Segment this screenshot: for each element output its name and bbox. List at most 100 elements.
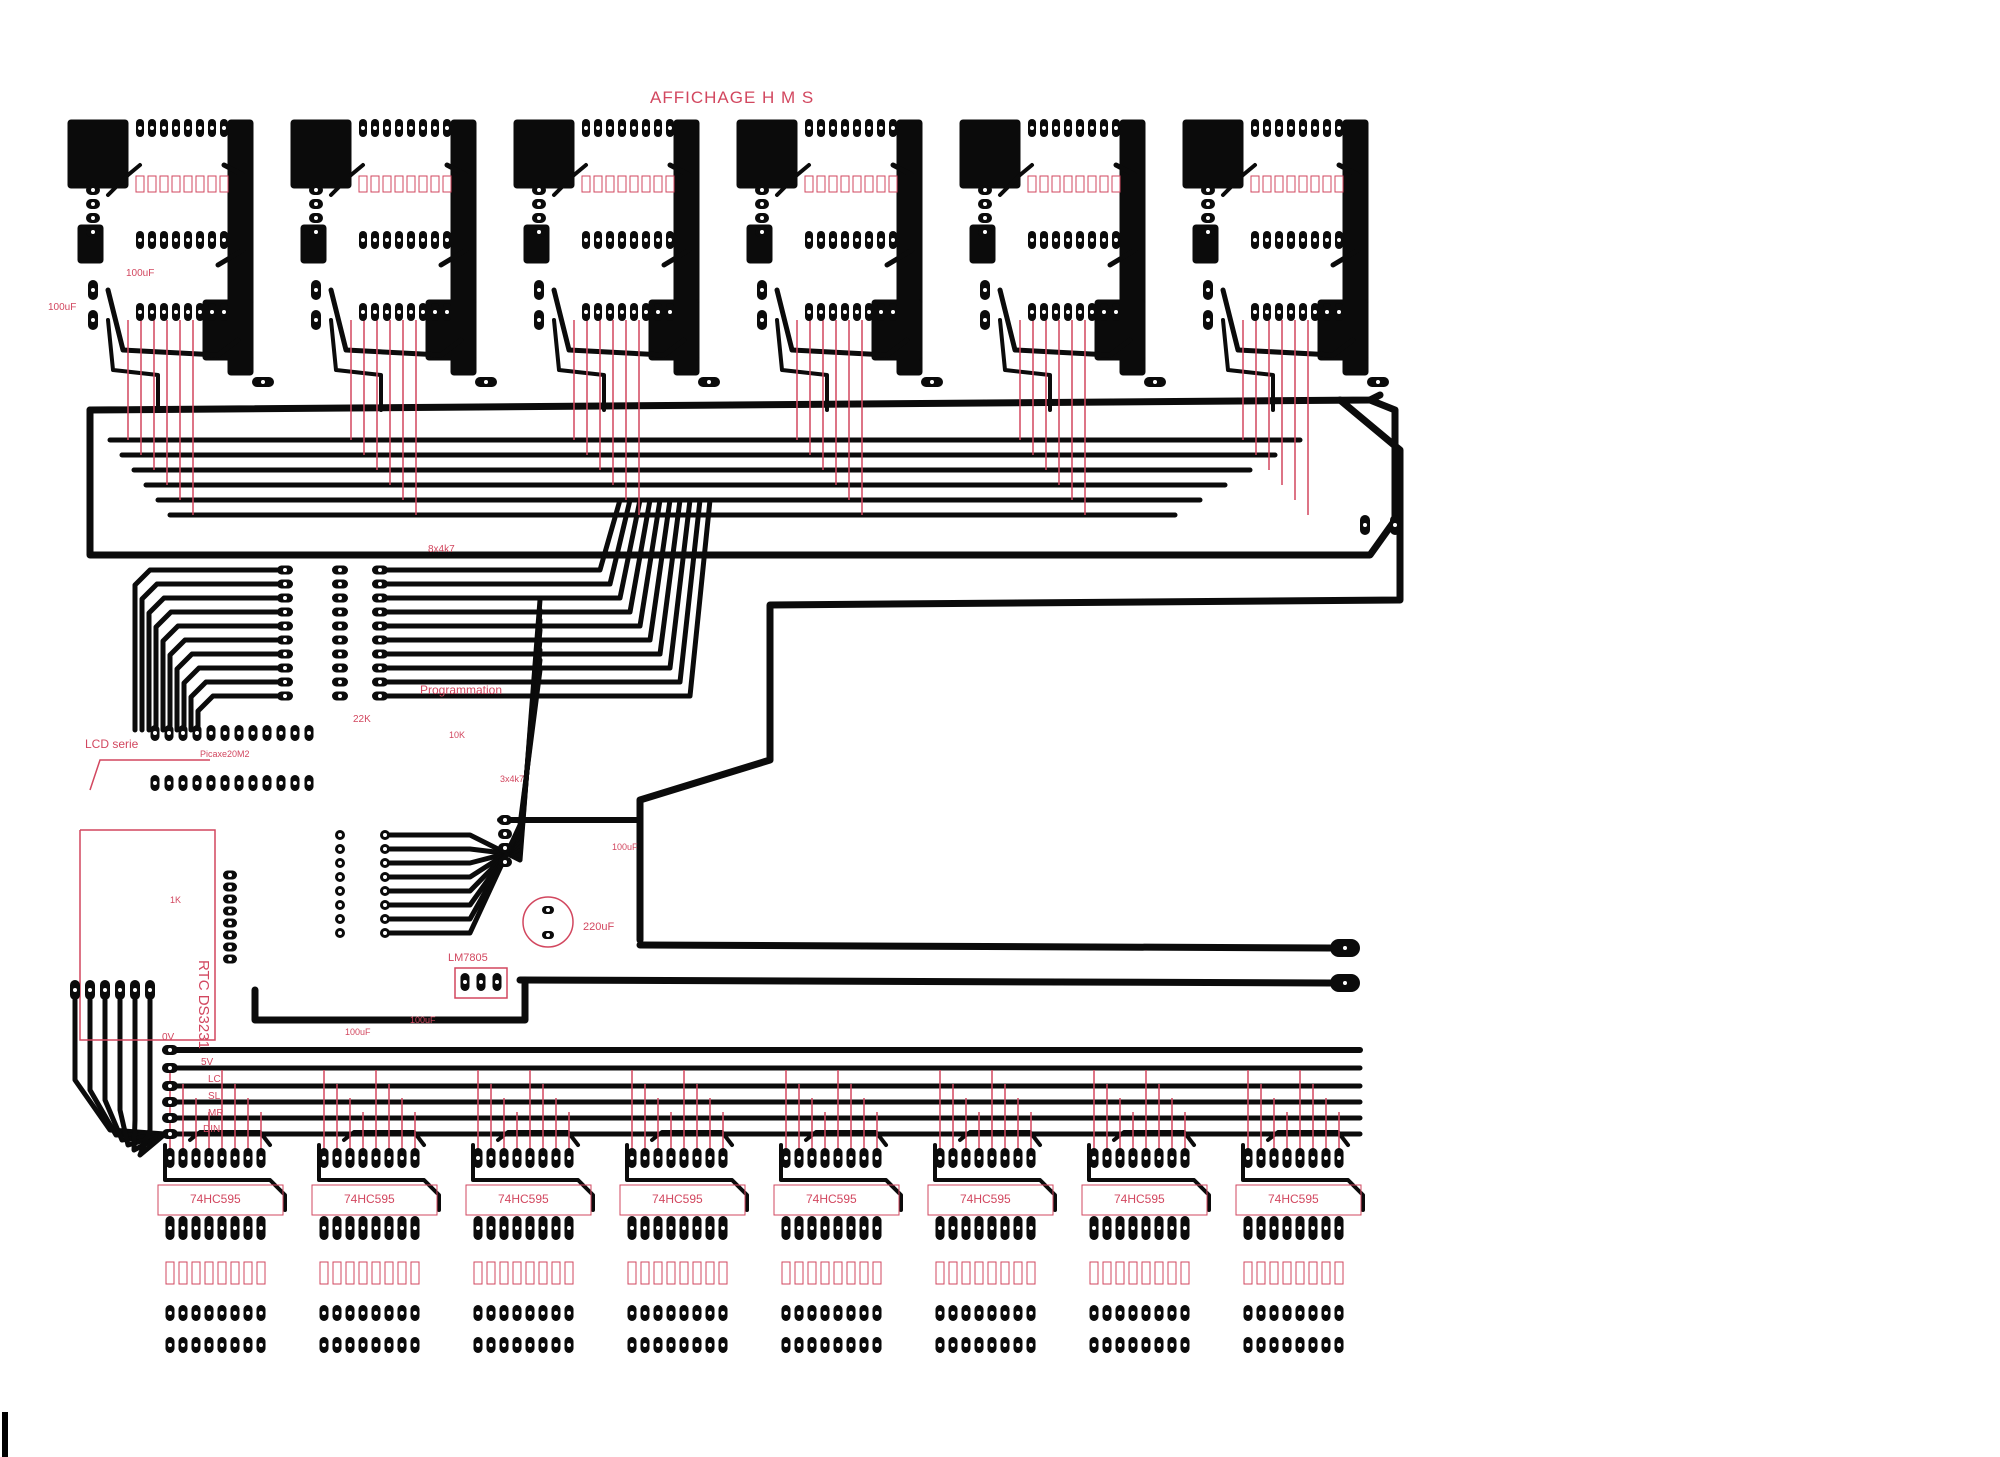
controller-trace xyxy=(377,497,713,699)
pad-hole xyxy=(1311,1226,1315,1230)
pad-hole xyxy=(1118,1311,1122,1315)
pad-hole xyxy=(1337,1226,1341,1230)
sr-resistor xyxy=(1089,1261,1099,1285)
digit-resistor xyxy=(1298,175,1308,193)
pad-hole xyxy=(168,1116,172,1120)
digit-resistor xyxy=(430,175,440,193)
pad-hole xyxy=(378,596,382,600)
sr-resistor xyxy=(859,1261,869,1285)
pad-hole xyxy=(150,310,154,314)
digit-resistor xyxy=(617,175,627,193)
controller-trace xyxy=(377,497,663,629)
sr-resistor xyxy=(512,1261,522,1285)
pad-hole xyxy=(209,731,213,735)
pad-hole xyxy=(1090,126,1094,130)
pad-hole xyxy=(843,126,847,130)
rtc-trace xyxy=(382,667,543,936)
pad-hole xyxy=(1393,523,1397,527)
pad-hole xyxy=(797,1226,801,1230)
pad-hole xyxy=(338,624,342,628)
pad-hole xyxy=(1325,310,1329,314)
pad-hole xyxy=(554,1226,558,1230)
pad-hole xyxy=(168,1156,172,1160)
digit-resistor xyxy=(1322,175,1332,193)
pad-hole xyxy=(867,238,871,242)
bus-label-0v: 0V xyxy=(162,1032,175,1043)
pad-hole xyxy=(875,1156,879,1160)
pad-hole xyxy=(1102,126,1106,130)
pad-hole xyxy=(596,238,600,242)
pad-hole xyxy=(695,1156,699,1160)
pad-hole xyxy=(807,310,811,314)
pad-hole xyxy=(1337,238,1341,242)
pad-hole xyxy=(181,1343,185,1347)
pad-hole xyxy=(168,1343,172,1347)
pad-hole xyxy=(1272,1156,1276,1160)
pad-hole xyxy=(148,988,152,992)
pad-hole xyxy=(1144,1156,1148,1160)
pad-hole xyxy=(374,1311,378,1315)
pad-hole xyxy=(823,1311,827,1315)
pad-hole xyxy=(385,310,389,314)
pad-hole xyxy=(283,694,287,698)
sr-resistor xyxy=(653,1261,663,1285)
pad-hole xyxy=(378,680,382,684)
pad-hole xyxy=(338,610,342,614)
pad-hole xyxy=(195,781,199,785)
pad-hole xyxy=(1272,1343,1276,1347)
pad-hole xyxy=(554,1343,558,1347)
pad-hole xyxy=(784,1226,788,1230)
pad-hole xyxy=(194,1311,198,1315)
digit-resistor xyxy=(147,175,157,193)
sr-resistor xyxy=(486,1261,496,1285)
pad-hole xyxy=(1301,238,1305,242)
pad-hole xyxy=(1170,1226,1174,1230)
pad-hole xyxy=(265,731,269,735)
sr-resistor xyxy=(1154,1261,1164,1285)
pad-hole xyxy=(1183,1226,1187,1230)
label-cap-100uf-mid: 100uF xyxy=(612,842,638,852)
pad-hole xyxy=(849,1156,853,1160)
pad-hole xyxy=(314,318,318,322)
pad-hole xyxy=(397,310,401,314)
pad-hole xyxy=(133,988,137,992)
pad-hole xyxy=(259,1226,263,1230)
digit-pour-top-left xyxy=(67,119,129,189)
pad-hole xyxy=(378,610,382,614)
pad-hole xyxy=(668,238,672,242)
pad-hole xyxy=(1285,1311,1289,1315)
gnd-in-line xyxy=(516,976,1334,987)
sr-resistor xyxy=(807,1261,817,1285)
pad-hole xyxy=(528,1343,532,1347)
sr-resistor xyxy=(564,1261,574,1285)
pad-hole xyxy=(836,1156,840,1160)
sr-resistor xyxy=(358,1261,368,1285)
pad-hole xyxy=(515,1226,519,1230)
bus-label-mr: MR xyxy=(208,1108,224,1119)
bus-label-5v: 5V xyxy=(201,1057,214,1068)
pad-hole xyxy=(1343,946,1347,950)
lcd-to-bus-trace xyxy=(102,997,168,1143)
pad-hole xyxy=(1144,1343,1148,1347)
pad-hole xyxy=(938,1311,942,1315)
pad-hole xyxy=(168,1048,172,1052)
pad-hole xyxy=(983,318,987,322)
pad-hole xyxy=(489,1311,493,1315)
pad-hole xyxy=(168,1226,172,1230)
pad-hole xyxy=(867,126,871,130)
sr-resistor xyxy=(1295,1261,1305,1285)
controller-trace xyxy=(181,665,283,733)
pad-hole xyxy=(541,1156,545,1160)
pad-hole xyxy=(1265,126,1269,130)
pad-hole xyxy=(1259,1343,1263,1347)
pad-hole xyxy=(279,731,283,735)
pad-hole xyxy=(1376,380,1380,384)
pad-hole xyxy=(314,230,318,234)
pad-hole xyxy=(207,1311,211,1315)
digit-trace xyxy=(998,163,1034,197)
sr-resistor xyxy=(551,1261,561,1285)
sr-outline xyxy=(465,1184,592,1216)
sr-label: 74HC595 xyxy=(1268,1192,1319,1206)
pad-hole xyxy=(246,1156,250,1160)
